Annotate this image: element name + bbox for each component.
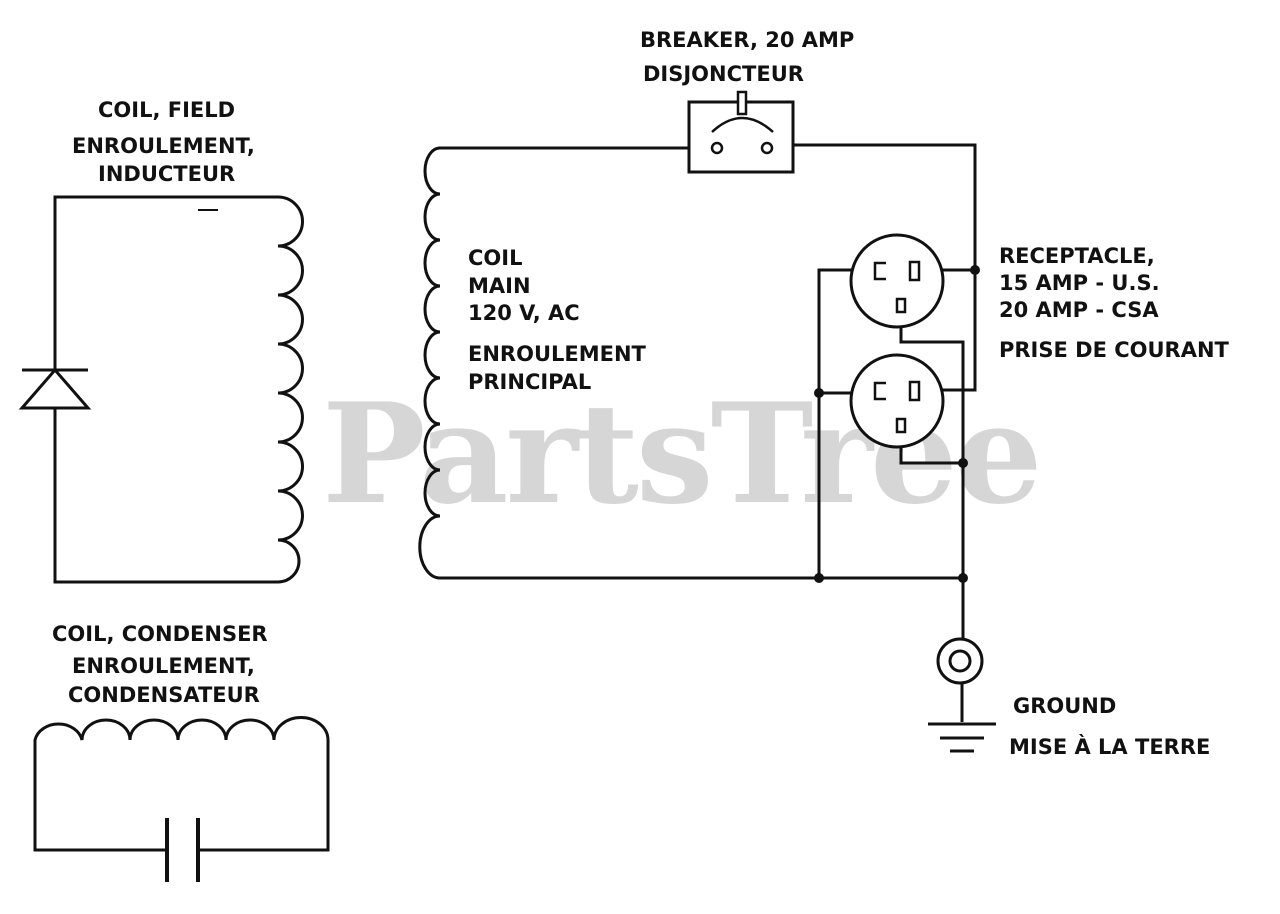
capacitor-symbol bbox=[165, 818, 200, 882]
main-coil-label-fr1: ENROULEMENT bbox=[468, 342, 646, 366]
field-coil-winding bbox=[53, 195, 304, 584]
field-coil-label-fr2: INDUCTEUR bbox=[98, 162, 236, 186]
ground-label: GROUND bbox=[1013, 694, 1117, 718]
receptacle-label-3: 20 AMP - CSA bbox=[999, 298, 1159, 322]
breaker-label-fr: DISJONCTEUR bbox=[643, 62, 804, 86]
condenser-coil-label-fr2: CONDENSATEUR bbox=[68, 683, 260, 707]
field-coil-circuit bbox=[18, 195, 304, 584]
diode-symbol bbox=[18, 367, 92, 410]
receptacle-label-2: 15 AMP - U.S. bbox=[999, 271, 1160, 295]
field-coil-label-fr1: ENROULEMENT, bbox=[72, 134, 255, 158]
junction-dots bbox=[814, 265, 980, 583]
receptacle-upper bbox=[849, 233, 945, 329]
receptacle-label-1: RECEPTACLE, bbox=[999, 244, 1155, 268]
main-coil-winding bbox=[418, 146, 442, 580]
main-coil-label-1: COIL bbox=[468, 246, 523, 270]
ground-label-fr: MISE À LA TERRE bbox=[1009, 735, 1211, 759]
receptacle-lower bbox=[849, 353, 945, 449]
main-coil-label-2: MAIN bbox=[468, 274, 531, 298]
breaker-label: BREAKER, 20 AMP bbox=[640, 28, 855, 52]
main-coil-label-fr2: PRINCIPAL bbox=[468, 370, 592, 394]
breaker-symbol bbox=[687, 90, 795, 174]
condenser-coil-label: COIL, CONDENSER bbox=[52, 622, 268, 646]
receptacle-label-fr: PRISE DE COURANT bbox=[999, 338, 1229, 362]
field-coil-label: COIL, FIELD bbox=[98, 98, 236, 122]
condenser-coil-label-fr1: ENROULEMENT, bbox=[72, 654, 255, 678]
main-coil-label-3: 120 V, AC bbox=[468, 301, 580, 325]
condenser-coil-circuit bbox=[33, 716, 330, 882]
ground-symbol bbox=[928, 637, 996, 753]
condenser-coil-winding bbox=[33, 716, 330, 852]
